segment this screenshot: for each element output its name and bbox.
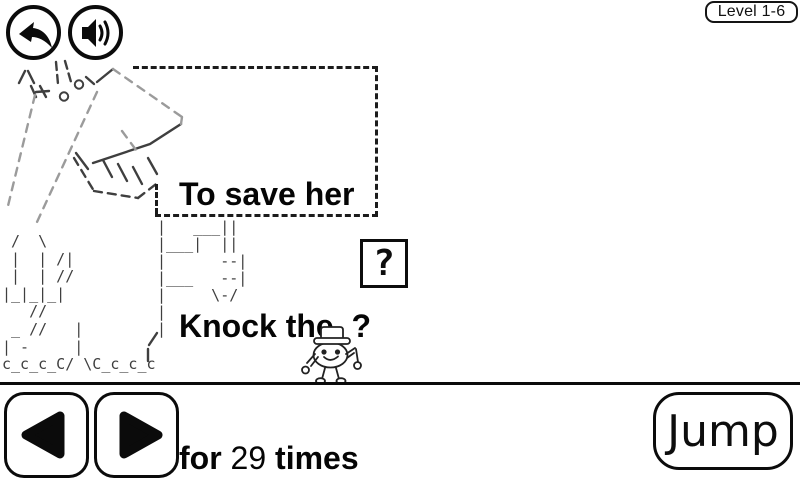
move-right-button[interactable] [94, 392, 179, 478]
ground-line [0, 382, 800, 385]
move-left-button[interactable] [4, 392, 89, 478]
jump-label: Jump [667, 405, 779, 457]
level-label: Level 1-6 [717, 3, 786, 20]
bubble-border-right [375, 66, 378, 217]
speaker-icon [81, 18, 109, 47]
bubble-border-left [155, 184, 158, 214]
jump-button[interactable]: Jump [653, 392, 793, 470]
hint-bubble: To save her Knock the ? for 29 times [179, 84, 371, 480]
level-badge: Level 1-6 [705, 1, 798, 23]
knock-count: 29 [230, 440, 267, 476]
dino-body-ascii: / \ | | /| | | // |_|_|_| // _ // | | - … [2, 232, 156, 374]
bubble-border-bottom [155, 214, 378, 217]
back-button[interactable] [6, 5, 61, 60]
sound-button[interactable] [68, 5, 123, 60]
right-triangle-icon [119, 411, 162, 459]
hint-line-1: To save her [179, 176, 355, 212]
back-arrow-icon [18, 21, 52, 48]
hint-line-2: Knock the ? [179, 308, 372, 344]
bubble-border-top [133, 66, 378, 69]
hint-line-3: for 29 times [179, 440, 359, 476]
left-triangle-icon [21, 411, 64, 459]
question-mark-label: ? [373, 243, 395, 284]
mystery-question-box[interactable]: ? [360, 239, 408, 288]
